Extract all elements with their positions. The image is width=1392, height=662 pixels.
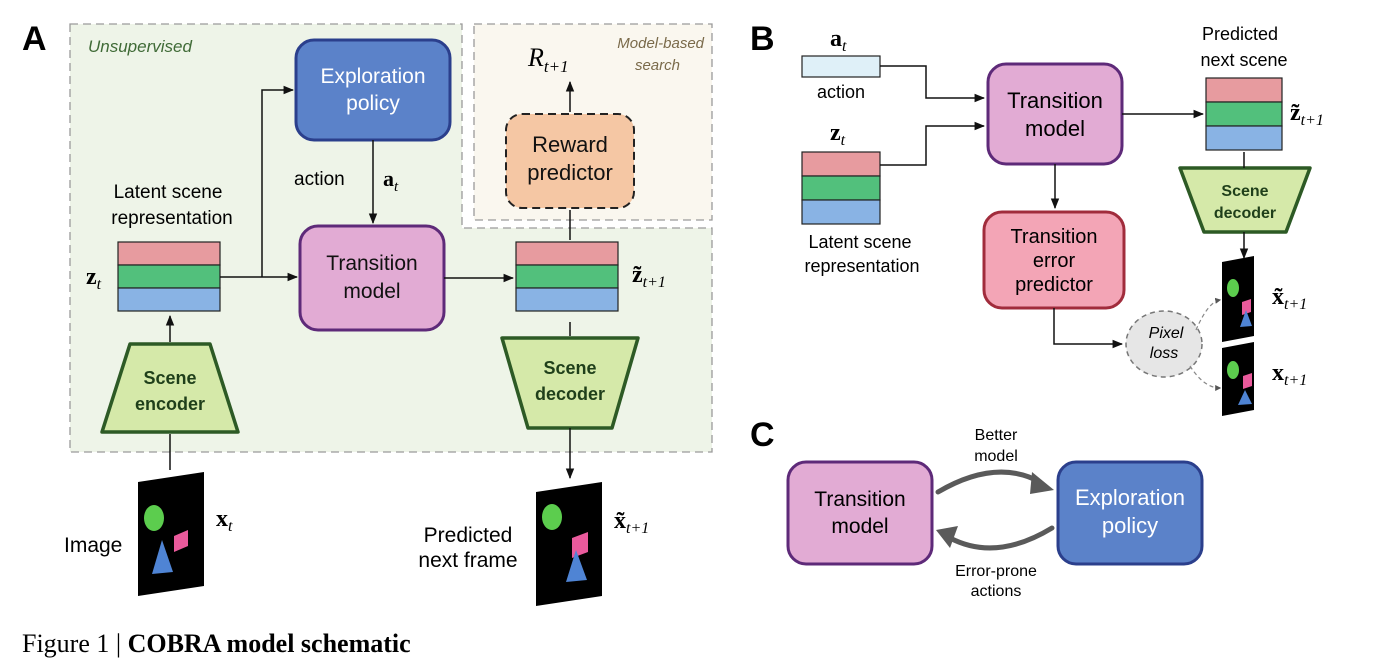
b-latent-label-2: representation (804, 256, 919, 276)
search-label-2: search (635, 57, 680, 74)
c-better-label-1: Better (975, 427, 1018, 444)
b-error-label-3: predictor (1015, 274, 1093, 296)
b-pixel-label-2: loss (1150, 345, 1178, 362)
c-better-label-2: model (974, 448, 1018, 465)
action-symbol: at (383, 166, 399, 195)
c-error-label-1: Error-prone (955, 563, 1037, 580)
b-error-label-1: Transition (1010, 226, 1097, 248)
unsupervised-label: Unsupervised (88, 37, 192, 56)
latent-stack-zpred (515, 241, 619, 312)
b-latent-stack-zt (801, 151, 881, 225)
b-predicted-image (1222, 256, 1254, 342)
c-transition-label-1: Transition (814, 488, 905, 511)
c-transition-model-box (786, 460, 934, 566)
reward-predictor-box (505, 113, 635, 209)
b-action-label: action (817, 82, 865, 102)
zt-symbol: zt (86, 264, 102, 293)
b-xpred-symbol: x̃t+1 (1272, 284, 1307, 313)
b-x-symbol: xt+1 (1272, 360, 1307, 389)
b-action-box (801, 55, 881, 78)
b-zpred-symbol: z̃t+1 (1290, 100, 1324, 129)
predicted-frame-label-1: Predicted (424, 524, 513, 547)
panel-c-letter: C (750, 416, 775, 454)
panel-a-letter: A (22, 20, 47, 58)
c-exploration-label-1: Exploration (1075, 485, 1185, 510)
latent-label-1: Latent scene (114, 182, 223, 203)
reward-symbol: Rt+1 (527, 43, 569, 76)
xt-symbol: xt (216, 506, 233, 535)
scene-encoder-label-1: Scene (143, 368, 196, 388)
reward-predictor-label-2: predictor (527, 160, 613, 185)
scene-decoder-trapezoid (500, 336, 640, 430)
b-latent-label-1: Latent scene (808, 232, 911, 252)
transition-model-label-2: model (343, 280, 400, 303)
c-arrowhead-right (1030, 472, 1054, 494)
zpred-symbol: z̃t+1 (632, 262, 666, 291)
b-error-label-2: error (1033, 250, 1076, 272)
figure-caption: Figure 1 | COBRA model schematic (22, 629, 411, 658)
b-target-image (1222, 342, 1254, 416)
caption-title: COBRA model schematic (128, 629, 411, 658)
b-transition-model-box (986, 62, 1124, 166)
b-transition-label-2: model (1025, 116, 1085, 141)
panel-a-arrows (165, 80, 575, 480)
exploration-policy-label-2: policy (346, 92, 400, 115)
reward-predictor-label-1: Reward (532, 132, 608, 157)
b-zt-symbol: zt (830, 120, 846, 149)
scene-encoder-label-2: encoder (135, 394, 205, 414)
predicted-frame-image (536, 482, 602, 606)
pixel-loss-connectors (1189, 297, 1222, 391)
c-exploration-policy-box (1056, 460, 1204, 566)
b-at-symbol: at (830, 26, 847, 55)
caption-prefix: Figure 1 | (22, 629, 128, 658)
image-label: Image (64, 534, 122, 557)
scene-decoder-label-2: decoder (535, 384, 605, 404)
exploration-policy-box (294, 38, 452, 142)
c-error-label-2: actions (971, 583, 1022, 600)
b-pixel-loss-ellipse (1125, 310, 1203, 378)
b-predicted-label-1: Predicted (1202, 24, 1278, 44)
panel-b-letter: B (750, 20, 775, 58)
predicted-frame-label-2: next frame (418, 549, 517, 572)
transition-model-label-1: Transition (326, 252, 417, 275)
c-transition-label-2: model (831, 515, 888, 538)
b-transition-label-1: Transition (1007, 88, 1103, 113)
b-pixel-label-1: Pixel (1149, 325, 1184, 342)
c-cycle-arrows (935, 469, 1055, 551)
c-exploration-label-2: policy (1102, 513, 1158, 538)
exploration-policy-label-1: Exploration (320, 65, 425, 88)
transition-model-box (298, 224, 446, 332)
latent-stack-zt (117, 241, 221, 312)
latent-label-2: representation (111, 208, 232, 229)
b-scene-decoder-trapezoid (1178, 166, 1312, 234)
scene-decoder-label-1: Scene (543, 358, 596, 378)
b-predicted-label-2: next scene (1200, 50, 1287, 70)
b-scene-decoder-label-1: Scene (1221, 183, 1268, 200)
xpred-symbol: x̃t+1 (614, 508, 649, 537)
action-label: action (294, 169, 345, 190)
b-scene-decoder-label-2: decoder (1214, 205, 1276, 222)
scene-encoder-trapezoid (100, 342, 240, 434)
c-arrowhead-left (936, 526, 958, 548)
input-image-xt (138, 472, 204, 596)
panel-b-arrows (880, 65, 1249, 349)
search-label-1: Model-based (617, 35, 704, 52)
b-latent-stack-zpred (1205, 77, 1283, 151)
